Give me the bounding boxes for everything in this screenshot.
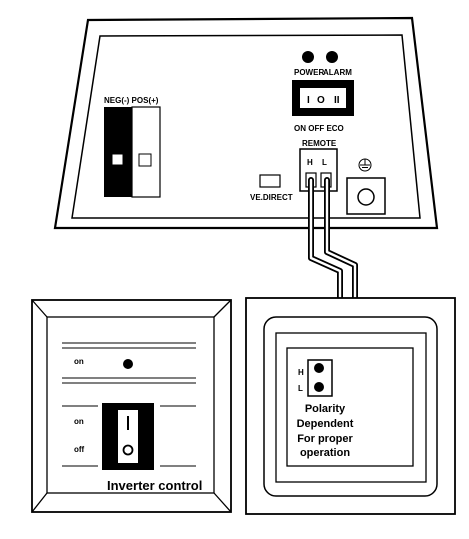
remote-label: REMOTE (302, 139, 337, 148)
polarity-note-line-2: Dependent (297, 418, 354, 430)
wall-box: H L Polarity Dependent For proper operat… (245, 297, 456, 515)
ve-direct-port[interactable] (259, 174, 281, 188)
pos-terminal-screw (138, 153, 152, 167)
wallbox-l-label: L (298, 384, 303, 393)
neg-terminal (104, 107, 132, 197)
on-indicator-led (123, 359, 133, 369)
on-indicator-label: on (74, 357, 84, 366)
terminal-label: NEG(-) POS(+) (104, 96, 159, 105)
wallbox-l-terminal (314, 382, 324, 392)
alarm-led-label: ALARM (323, 68, 352, 77)
polarity-note-line-4: operation (300, 447, 350, 459)
polarity-note-line-1: Polarity (305, 403, 346, 415)
alarm-led (326, 51, 338, 63)
inverter-control-caption: Inverter control (107, 478, 202, 493)
switch-off-symbol-icon (122, 444, 134, 456)
switch-pos-off: O (317, 95, 325, 106)
switch-off-label: off (74, 445, 85, 454)
inverter-front-panel (71, 34, 421, 219)
wall-box-mid (275, 332, 427, 483)
ground-screw-icon (357, 188, 375, 206)
wallbox-h-label: H (298, 368, 304, 377)
inverter-control-panel: on on off Inverter control (31, 299, 232, 513)
wall-box-inner (286, 347, 414, 467)
switch-pos-on: I (307, 95, 310, 106)
main-switch-face (300, 88, 346, 108)
ve-direct-label: VE.DIRECT (250, 193, 293, 202)
pos-terminal (131, 106, 161, 198)
power-led-label: POWER (294, 68, 324, 77)
inverter-unit: NEG(-) POS(+) POWER ALARM I O II ON OFF … (53, 16, 439, 230)
remote-l-label: L (322, 158, 327, 167)
switch-on-label: on (74, 417, 84, 426)
neg-terminal-screw (111, 153, 124, 166)
power-led (302, 51, 314, 63)
switch-pos-eco: II (334, 95, 340, 106)
wall-box-outer (245, 297, 456, 515)
switch-caption: ON OFF ECO (294, 124, 344, 133)
control-panel-inner (46, 316, 215, 494)
wallbox-h-terminal (314, 363, 324, 373)
polarity-note-line-3: For proper (297, 433, 353, 445)
wall-box-rim (263, 316, 438, 497)
remote-h-label: H (307, 158, 313, 167)
